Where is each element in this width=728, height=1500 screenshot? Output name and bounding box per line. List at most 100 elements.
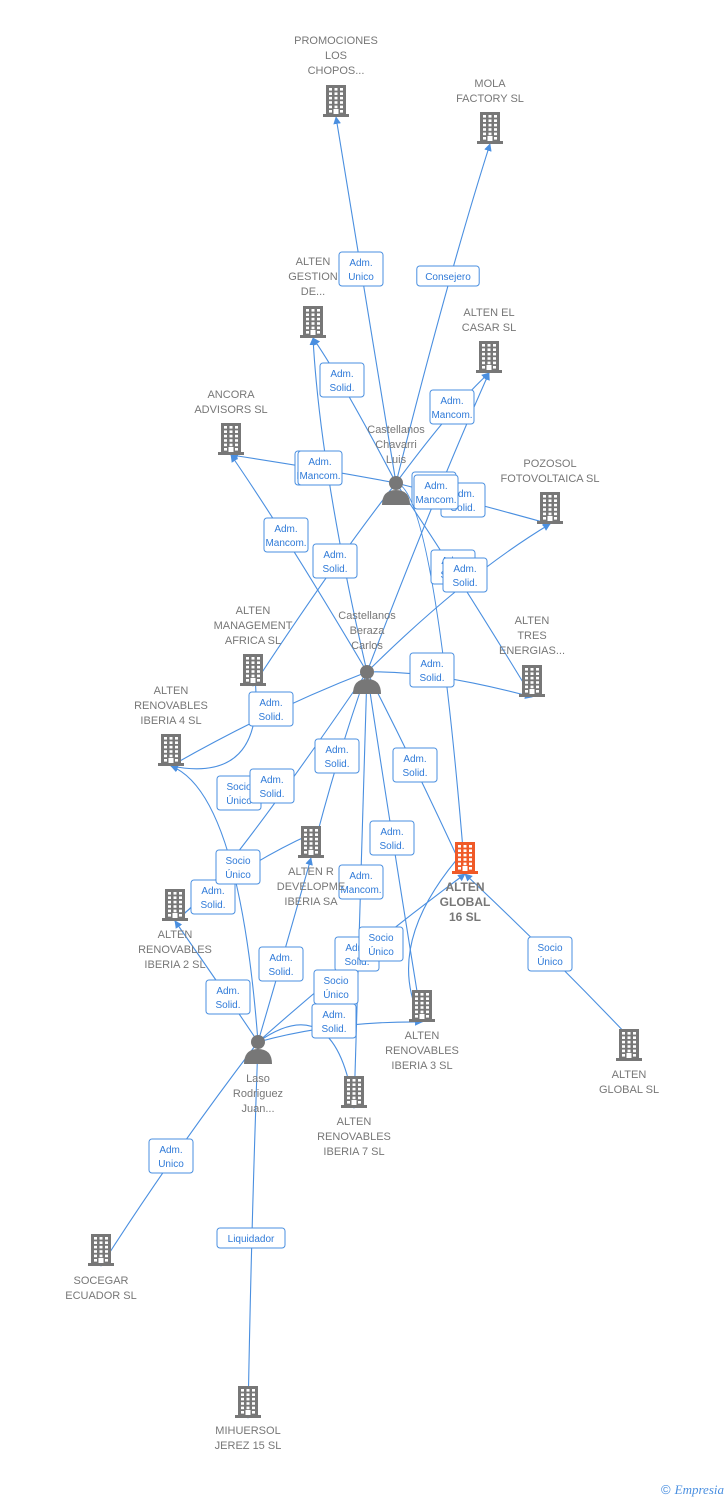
edge-label-laso-to-iberia3: Adm.Solid. — [311, 1003, 357, 1039]
building-icon — [341, 1076, 367, 1108]
node-label: Chavarri — [375, 439, 417, 451]
edge-label-box — [216, 1227, 286, 1249]
node-label: ALTEN — [515, 615, 550, 627]
node-label: Castellanos — [367, 424, 425, 436]
person-icon — [244, 1035, 272, 1064]
edge-label-beraza-to-iberia4: Adm.Solid. — [248, 691, 294, 727]
edge-label-chavarri-to-gestion: Adm.Solid. — [319, 362, 365, 398]
node-label: Carlos — [351, 640, 383, 652]
node-label: ALTEN — [296, 256, 331, 268]
edge-label-text: Socio — [225, 856, 250, 867]
edge-label-text: Adm. — [269, 953, 292, 964]
node-label: POZOSOL — [523, 458, 576, 470]
node-label: ALTEN — [612, 1069, 647, 1081]
node-label: ECUADOR SL — [65, 1290, 137, 1302]
edge-label-chavarri-to-casar: Adm.Mancom. — [429, 389, 475, 425]
edge-label-laso-to-development: Adm.Solid. — [258, 946, 304, 982]
node-label: ENERGIAS... — [499, 645, 565, 657]
node-label: ALTEN — [405, 1030, 440, 1042]
building-icon — [240, 654, 266, 686]
edges-layer — [100, 116, 630, 1419]
node-label: PROMOCIONES — [294, 35, 378, 47]
node-label: FACTORY SL — [456, 93, 524, 105]
edge-label-box — [312, 543, 358, 579]
edge-label-text: Adm. — [453, 564, 476, 575]
edge-label-box — [413, 474, 459, 510]
person-icon — [382, 476, 410, 505]
node-tres[interactable]: ALTENTRESENERGIAS... — [499, 615, 565, 697]
edge-label-text: Adm. — [259, 698, 282, 709]
building-icon — [476, 341, 502, 373]
edge-label-beraza-to-development: Adm.Solid. — [314, 738, 360, 774]
edge-label-box — [297, 450, 343, 486]
edge-label-box — [205, 979, 251, 1015]
node-label: RENOVABLES — [385, 1045, 459, 1057]
edge-label-text: Solid. — [450, 503, 475, 514]
node-label: ADVISORS SL — [194, 404, 267, 416]
edge-label-box — [319, 362, 365, 398]
edge-label-text: Adm. — [349, 871, 372, 882]
edge-label-text: Adm. — [451, 489, 474, 500]
edge-label-text: Adm. — [325, 745, 348, 756]
edge-label-text: Único — [368, 945, 394, 958]
edge-label-box — [442, 557, 488, 593]
node-label: ANCORA — [207, 389, 255, 401]
edge-label-text: Socio — [537, 943, 562, 954]
node-label: Castellanos — [338, 610, 396, 622]
edge-label-text: Adm. — [424, 481, 447, 492]
copyright-symbol: © — [661, 1482, 671, 1497]
edge-beraza-to-gestion — [309, 337, 368, 673]
edge-label-box — [258, 946, 304, 982]
node-pozosol[interactable]: POZOSOL FOTOVOLTAICA SL — [500, 458, 600, 524]
edge-laso-to-iberia4 — [170, 764, 259, 1043]
edge-chavarri-to-africa — [252, 482, 397, 687]
node-label: FOTOVOLTAICA SL — [500, 473, 599, 485]
edge-label-text: Mancom. — [299, 471, 340, 482]
building-icon — [235, 1386, 261, 1418]
node-ancora[interactable]: ANCORA ADVISORS SL — [194, 389, 268, 455]
node-laso[interactable]: LasoRodriguezJuan... — [233, 1035, 283, 1115]
edge-label-text: Solid. — [379, 841, 404, 852]
edge-label-laso-to-mihuersol: Liquidador — [216, 1227, 286, 1249]
node-label: MANAGEMENT — [214, 620, 293, 632]
node-mihuersol[interactable]: MIHUERSOL JEREZ 15 SL — [215, 1386, 282, 1452]
person-icon — [353, 665, 381, 694]
edge-label-box — [358, 926, 404, 962]
node-label: ALTEN — [337, 1116, 372, 1128]
node-label: AFRICA SL — [225, 635, 281, 647]
edge-label-text: Solid. — [200, 900, 225, 911]
edge-label-box — [416, 265, 480, 287]
edge-label-text: Socio — [323, 976, 348, 987]
edge-label-text: Adm. — [159, 1145, 182, 1156]
edge-label-text: Solid. — [259, 789, 284, 800]
node-label: IBERIA 4 SL — [140, 715, 201, 727]
node-gestion[interactable]: ALTENGESTIONDE... — [288, 256, 338, 338]
edge-label-text: Unico — [158, 1159, 184, 1170]
node-label: JEREZ 15 SL — [215, 1440, 282, 1452]
node-label: MIHUERSOL — [215, 1425, 280, 1437]
node-promociones[interactable]: PROMOCIONESLOSCHOPOS... — [294, 35, 378, 117]
edge-label-beraza-to-global16: Adm.Solid. — [392, 747, 438, 783]
edge-label-text: Único — [226, 794, 252, 807]
edge-label-beraza-to-ancora: Adm.Mancom. — [263, 517, 309, 553]
node-label: CHOPOS... — [308, 65, 365, 77]
edge-label-box — [263, 517, 309, 553]
edge-label-box — [314, 738, 360, 774]
